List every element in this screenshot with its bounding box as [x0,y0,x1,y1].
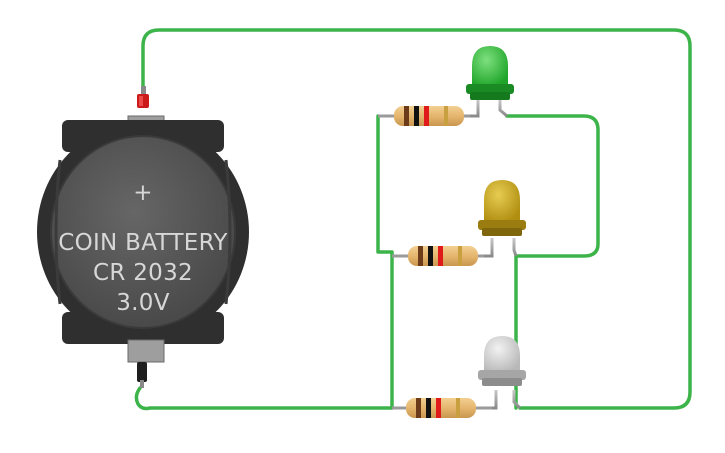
green-led[interactable] [466,46,514,118]
battery-label-line2: CR 2032 [93,260,193,286]
battery-plus-sign: + [133,180,153,206]
wire-right-loop[interactable] [505,114,600,258]
battery-label-line1: COIN BATTERY [58,230,228,256]
yellow-led[interactable] [478,180,526,258]
battery-negative-terminal[interactable] [137,362,147,382]
battery-positive-terminal-wire [141,86,146,96]
white-led[interactable] [478,336,526,410]
battery-label-line3: 3.0V [116,290,170,316]
resistor-3[interactable] [392,398,492,418]
wires [134,28,692,411]
wire-top-loop[interactable] [141,28,692,410]
coin-battery[interactable]: + COIN BATTERY CR 2032 3.0V [37,86,249,388]
resistor-1[interactable] [378,106,470,126]
resistor-2[interactable] [392,246,484,266]
wire-battery-negative[interactable] [134,386,394,411]
battery-bottom-tab [127,339,165,363]
battery-face [50,135,236,329]
wire-left-rail[interactable] [376,114,394,410]
